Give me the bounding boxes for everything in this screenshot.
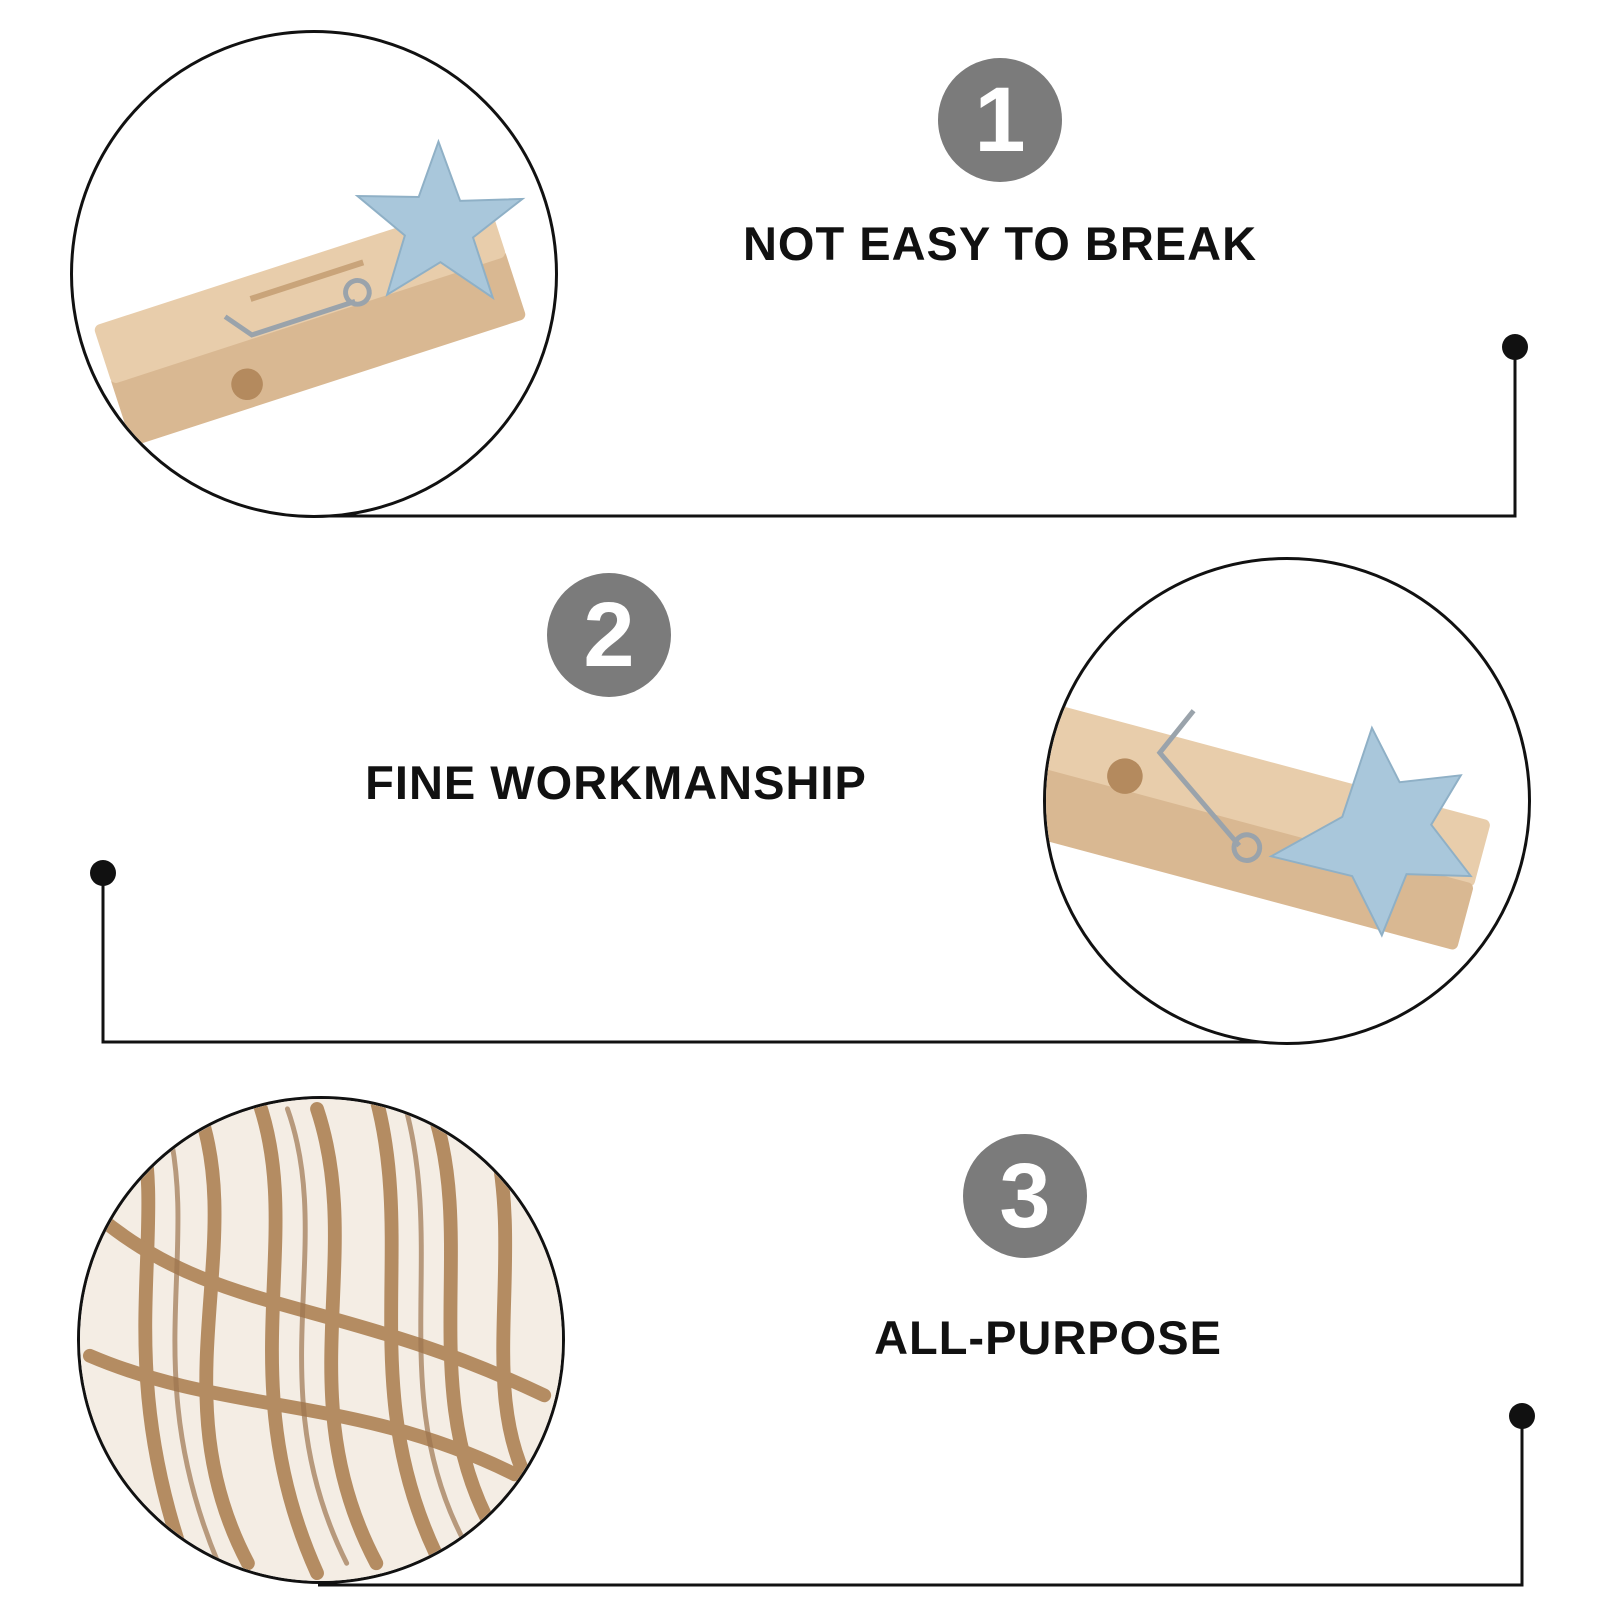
connector-dot-3 <box>1509 1403 1535 1429</box>
connector-line-2 <box>101 873 1290 1044</box>
connector-line-1 <box>310 347 1517 518</box>
connector-dot-1 <box>1502 334 1528 360</box>
connector-dot-2 <box>90 860 116 886</box>
connector-line-3 <box>318 1416 1524 1587</box>
